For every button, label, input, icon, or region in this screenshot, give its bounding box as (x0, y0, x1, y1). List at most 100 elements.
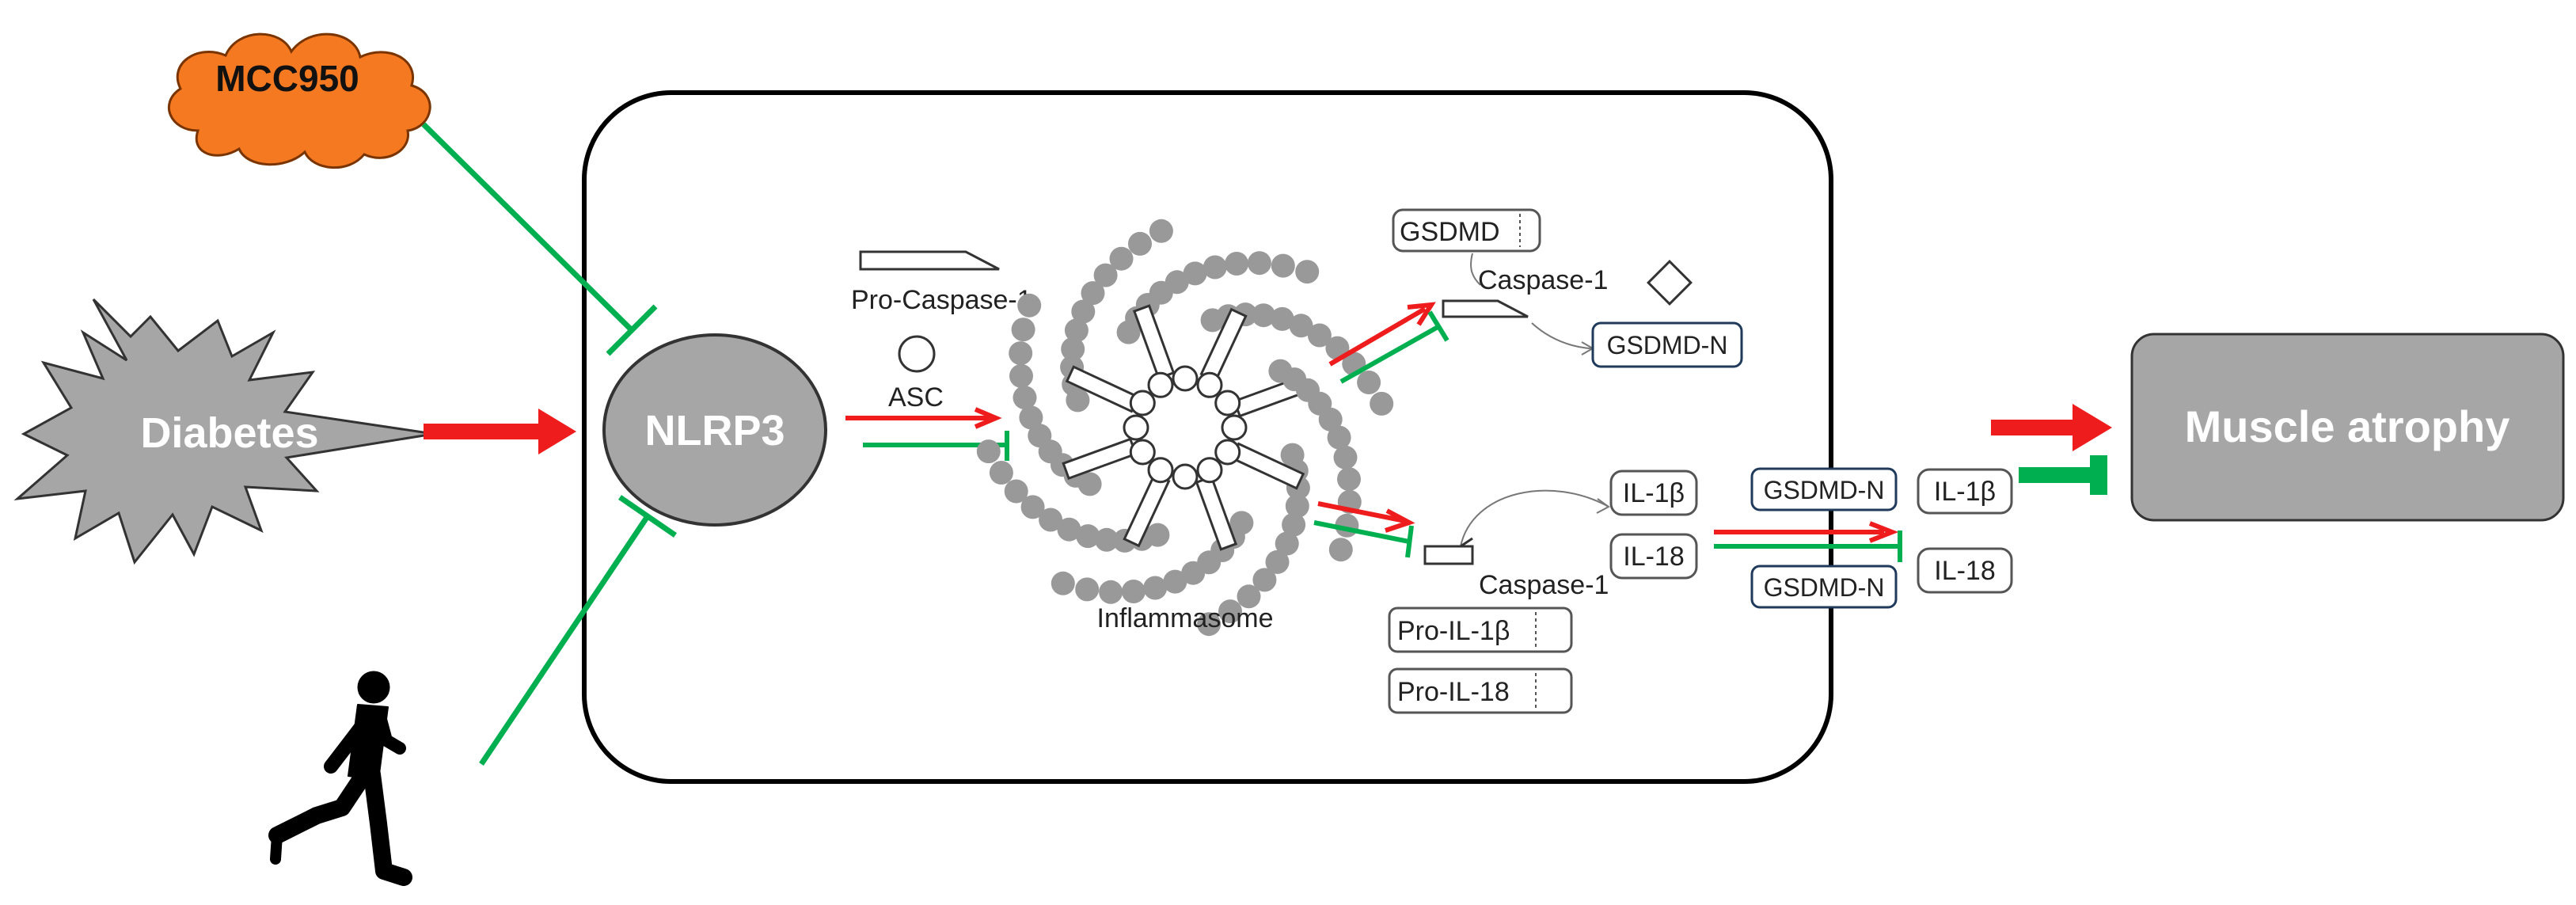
caspase-ring-unit (1147, 371, 1174, 398)
asc-bead (1270, 306, 1294, 331)
asc-bead (1093, 263, 1118, 287)
asc-bead (1017, 293, 1042, 318)
caspase-ring-unit (1172, 463, 1199, 490)
caspase-ring-unit (1147, 457, 1174, 484)
gsdmd-n-pore-bottom-label: GSDMD-N (1764, 573, 1885, 602)
il18-label: IL-18 (1623, 542, 1685, 572)
asc-bead (1039, 508, 1063, 532)
asc-bead (1289, 314, 1313, 338)
pro-il1b-label: Pro-IL-1β (1397, 616, 1510, 646)
caspase-ring-unit (1214, 390, 1241, 416)
asc-bead (1282, 512, 1306, 537)
pro-il18-label: Pro-IL-18 (1397, 677, 1510, 707)
muscle-atrophy-node: Muscle atrophy (2130, 333, 2565, 522)
asc-bead (1318, 407, 1343, 432)
asc-bead (1011, 318, 1035, 342)
caspase-ring-unit (1196, 371, 1223, 398)
asc-bead (1081, 281, 1105, 306)
exercise-inhibition-arrow (479, 495, 677, 766)
il18-out-label: IL-18 (1934, 556, 1996, 586)
asc-bead (976, 439, 1001, 464)
il18-out-box (1917, 547, 2013, 594)
gsdmd-n-label: GSDMD-N (1607, 331, 1728, 359)
mcc950-inhibition-arrow (421, 122, 658, 356)
asc-bead (1333, 445, 1358, 470)
inflammasome-label: Inflammasome (1097, 603, 1274, 633)
asc-bead (1237, 584, 1261, 609)
caspase1-top-shape (1442, 299, 1529, 318)
caspase-ring-unit (1129, 390, 1156, 416)
asc-bead (1163, 569, 1187, 594)
asc-bead (1020, 495, 1045, 519)
inflammasome-complex (976, 219, 1394, 637)
asc-bead (1013, 386, 1037, 410)
asc-bead (989, 461, 1013, 485)
caspase1-bottom-shape (1423, 545, 1474, 565)
asc-bead (1181, 561, 1206, 585)
running-person-icon (268, 671, 412, 886)
asc-bead (1051, 571, 1075, 595)
mcc950-cloud: MCC950 (167, 32, 431, 169)
gsdmd-n-pore-top (1750, 467, 1898, 511)
asc-bead (1218, 599, 1242, 624)
muscle-atrophy-label: Muscle atrophy (2185, 401, 2510, 451)
explosion-icon (13, 298, 435, 565)
il-processing-curve (1460, 489, 1609, 547)
asc-bead (1271, 253, 1295, 278)
diabetes-activation-arrow (424, 409, 576, 454)
asc-bead (1009, 363, 1033, 388)
asc-circle (898, 335, 936, 373)
asc-bead (1109, 246, 1134, 271)
asc-bead (1061, 337, 1085, 361)
asc-bead (1128, 231, 1152, 256)
gsdmd-n-box (1591, 321, 1743, 368)
pro-caspase-shape (859, 250, 1000, 271)
pro-caspase-label: Pro-Caspase-1 (851, 285, 1032, 315)
asc-bead (1295, 260, 1320, 284)
asc-bead (1004, 479, 1028, 504)
caspase-ring-unit (1123, 414, 1149, 441)
pro-il1b-box (1388, 607, 1573, 653)
il1b-box (1609, 470, 1698, 516)
il1b-label: IL-1β (1623, 478, 1685, 508)
asc-bead (1197, 612, 1222, 637)
gsdmd-n-curve (1531, 322, 1592, 349)
nlrp3-node: NLRP3 (602, 333, 827, 527)
asc-bead (1285, 494, 1309, 519)
caspase1-bottom-label: Caspase-1 (1479, 570, 1609, 600)
asc-bead (1275, 531, 1299, 556)
asc-bead (1076, 524, 1100, 549)
asc-bead (1252, 303, 1276, 328)
gsdmd-cleavage-curve (1470, 253, 1481, 286)
diabetes-label: Diabetes (140, 409, 318, 457)
release-arrows (1714, 521, 1902, 562)
asc-bead (1357, 371, 1381, 394)
asc-bead (1143, 576, 1168, 600)
asc-bead (1337, 467, 1361, 492)
gsdmd-n-pore-top-label: GSDMD-N (1764, 476, 1885, 504)
asc-bead (1183, 261, 1207, 286)
asc-bead (1327, 425, 1351, 450)
caspase-ring-unit (1214, 439, 1241, 466)
mcc950-label: MCC950 (215, 58, 359, 99)
asc-bead (1028, 424, 1052, 448)
caspase-ring-unit (1221, 414, 1248, 441)
caspase-ring-unit (1196, 457, 1223, 484)
asc-bead (1225, 252, 1249, 276)
caspase1-top-label: Caspase-1 (1478, 265, 1608, 295)
asc-bead (1149, 219, 1173, 243)
asc-bead (1203, 255, 1227, 279)
diamond-shape (1647, 260, 1693, 306)
asc-bead (1064, 318, 1089, 343)
asc-bead (1071, 299, 1096, 324)
gsdmd-box (1392, 208, 1541, 253)
asc-bead (1057, 517, 1081, 542)
asc-bead (1019, 405, 1043, 430)
il1b-out-box (1917, 468, 2013, 515)
lower-branch-arrows (1313, 501, 1415, 558)
asc-bead (1307, 323, 1332, 348)
pro-il18-box (1388, 667, 1573, 714)
asc-bead (1099, 580, 1123, 604)
nlrp3-label: NLRP3 (644, 407, 785, 454)
caspase-ring-unit (1129, 439, 1156, 466)
